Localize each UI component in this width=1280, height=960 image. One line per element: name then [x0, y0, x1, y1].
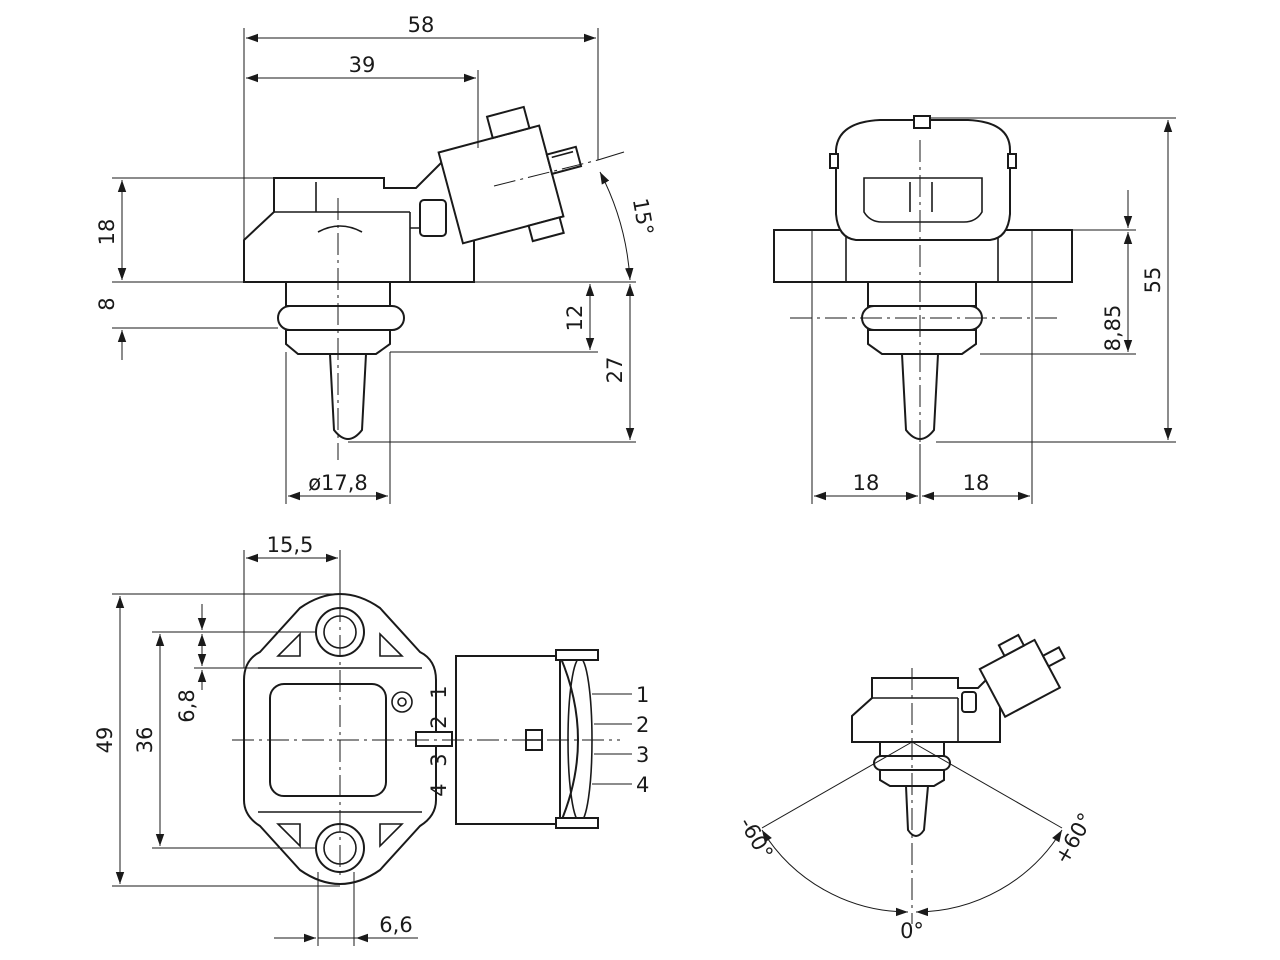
- dim-half-width-left: 18: [853, 471, 880, 495]
- latch-window: [419, 199, 447, 237]
- dim-width-connector: 39: [349, 53, 376, 77]
- connector-hood: [835, 119, 1011, 241]
- angle-left: -60°: [734, 813, 777, 864]
- dim-bore: 6,6: [379, 913, 412, 937]
- pin-number-3: 3: [427, 753, 451, 766]
- side-view: 55 8,85 18 18: [773, 115, 1176, 504]
- probe-tip: [328, 353, 368, 440]
- dim-height-flange: 8: [95, 297, 119, 310]
- dim-width-total: 58: [408, 13, 435, 37]
- pin-label-3: 3: [636, 743, 649, 767]
- plan-view: 1 2 3 4 1 2 3 4 15,5 49 36 6,8: [93, 533, 649, 946]
- pin-label-4: 4: [636, 773, 649, 797]
- rotation-view: -60° 0° +60°: [734, 633, 1098, 943]
- dim-half-width-right: 18: [963, 471, 990, 495]
- pin-label-1: 1: [636, 683, 649, 707]
- dim-height-probe: 27: [603, 357, 627, 384]
- dim-height-total-plan: 49: [93, 727, 117, 754]
- dim-flange-offset: 6,8: [175, 689, 199, 722]
- dim-height-seal: 12: [563, 305, 587, 332]
- pin-number-1: 1: [427, 685, 451, 698]
- angle-center: 0°: [900, 919, 924, 943]
- dim-height-total: 55: [1141, 267, 1165, 294]
- dim-seal-offset: 8,85: [1101, 305, 1125, 352]
- dim-hole-pitch: 36: [133, 727, 157, 754]
- dim-angle: 15°: [628, 196, 658, 237]
- angle-right: +60°: [1050, 809, 1098, 868]
- dim-height-body: 18: [95, 219, 119, 246]
- pin-label-2: 2: [636, 713, 649, 737]
- front-view: 58 39 18 8 12 27 15° ø17,8: [95, 13, 658, 504]
- pin-number-4: 4: [427, 783, 451, 796]
- o-ring: [277, 305, 405, 331]
- dim-diameter: ø17,8: [308, 471, 368, 495]
- pin-number-2: 2: [427, 715, 451, 728]
- dim-offset: 15,5: [267, 533, 314, 557]
